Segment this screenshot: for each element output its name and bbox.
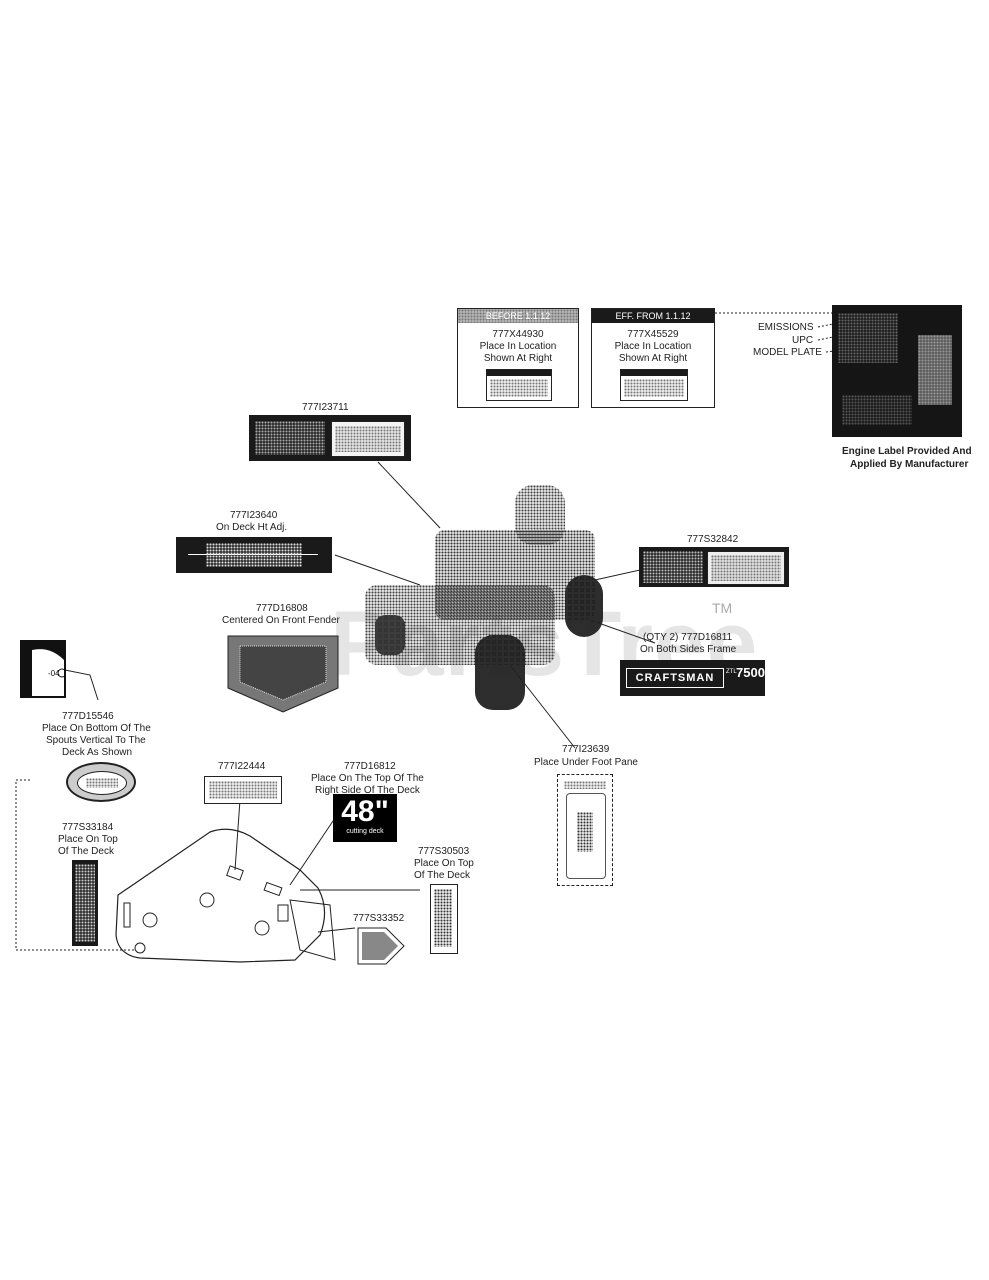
engine-box1-line1: Place In Location bbox=[479, 341, 557, 352]
spout-image: -04 bbox=[20, 640, 67, 698]
part-desc-777S33184-1: Place On Top bbox=[58, 834, 118, 845]
part-number-777S33352: 777S33352 bbox=[353, 913, 405, 924]
part-number-777D16811: (QTY 2) 777D16811 bbox=[643, 632, 733, 643]
deck-size-text: 48" bbox=[341, 795, 389, 828]
callout-emissions: EMISSIONS bbox=[758, 322, 814, 333]
model-number: 7500 bbox=[736, 665, 765, 680]
part-desc-777D16808: Centered On Front Fender bbox=[222, 615, 340, 626]
decal-777I23640 bbox=[176, 537, 332, 573]
part-desc-777D16812-1: Place On The Top Of The bbox=[311, 773, 424, 784]
part-desc-777I23639: Place Under Foot Pane bbox=[534, 757, 638, 768]
engine-box1-part: 777X44930 bbox=[492, 329, 544, 340]
part-desc-777D15546-3: Deck As Shown bbox=[62, 747, 133, 758]
decal-777D16812: 48" cutting deck bbox=[333, 794, 397, 842]
engine-note-line1: Engine Label Provided And bbox=[842, 446, 972, 457]
decal-777S30503 bbox=[430, 884, 458, 954]
cutting-deck-text: cutting deck bbox=[346, 828, 384, 835]
part-desc-777I23640: On Deck Ht Adj. bbox=[216, 522, 288, 533]
part-number-777I23639: 777I23639 bbox=[562, 744, 610, 755]
watermark-tm: TM bbox=[712, 600, 733, 616]
part-number-777D15546: 777D15546 bbox=[62, 711, 114, 722]
part-desc-777S30503-2: Of The Deck bbox=[414, 870, 470, 881]
decal-oval-777D15546 bbox=[66, 762, 136, 802]
part-desc-777D16811: On Both Sides Frame bbox=[640, 644, 737, 655]
engine-image bbox=[832, 305, 962, 437]
part-desc-777D15546-2: Spouts Vertical To The bbox=[46, 735, 146, 746]
part-number-777I22444: 777I22444 bbox=[218, 761, 266, 772]
part-desc-777S33184-2: Of The Deck bbox=[58, 846, 114, 857]
engine-box2-line1: Place In Location bbox=[614, 341, 692, 352]
engine-label-box-1: BEFORE 1.1.12 777X44930 Place In Locatio… bbox=[457, 308, 579, 408]
part-desc-777D16812-2: Right Side Of The Deck bbox=[315, 785, 420, 796]
engine-box2-part: 777X45529 bbox=[627, 329, 679, 340]
part-number-777S30503: 777S30503 bbox=[418, 846, 470, 857]
model-prefix: ZTL bbox=[726, 669, 737, 675]
part-desc-777D15546-1: Place On Bottom Of The bbox=[42, 723, 151, 734]
emissions-mini-label bbox=[486, 369, 552, 401]
engine-box1-line2: Shown At Right bbox=[483, 353, 553, 364]
emissions-mini-label bbox=[620, 369, 688, 401]
decal-777I22444 bbox=[204, 776, 282, 804]
engine-box2-header: EFF. FROM 1.1.12 bbox=[615, 311, 691, 321]
mower-image bbox=[365, 485, 615, 720]
label-header-pattern bbox=[458, 309, 578, 323]
decal-777I23711 bbox=[249, 415, 411, 461]
part-number-777I23711: 777I23711 bbox=[302, 402, 349, 413]
decal-777I23639 bbox=[557, 774, 613, 886]
part-number-777D16812: 777D16812 bbox=[344, 761, 396, 772]
craftsman-logo: CRAFTSMAN bbox=[626, 668, 724, 688]
part-number-777S32842: 777S32842 bbox=[687, 534, 739, 545]
decal-777S33184 bbox=[72, 860, 98, 946]
decal-777D16811: CRAFTSMAN ZTL 7500 bbox=[620, 660, 765, 696]
part-number-777I23640: 777I23640 bbox=[230, 510, 278, 521]
svg-text:-04: -04 bbox=[48, 669, 60, 678]
part-number-777S33184: 777S33184 bbox=[62, 822, 114, 833]
engine-box2-line2: Shown At Right bbox=[618, 353, 688, 364]
label-header-dark bbox=[592, 309, 714, 323]
engine-label-box-2: EFF. FROM 1.1.12 777X45529 Place In Loca… bbox=[591, 308, 715, 408]
part-desc-777S30503-1: Place On Top bbox=[414, 858, 474, 869]
engine-note-line2: Applied By Manufacturer bbox=[850, 459, 969, 470]
callout-model-plate: MODEL PLATE bbox=[753, 347, 822, 358]
decal-777S32842 bbox=[639, 547, 789, 587]
engine-box1-header: BEFORE 1.1.12 bbox=[485, 311, 551, 321]
part-number-777D16808: 777D16808 bbox=[256, 603, 308, 614]
callout-upc: UPC bbox=[792, 335, 814, 346]
